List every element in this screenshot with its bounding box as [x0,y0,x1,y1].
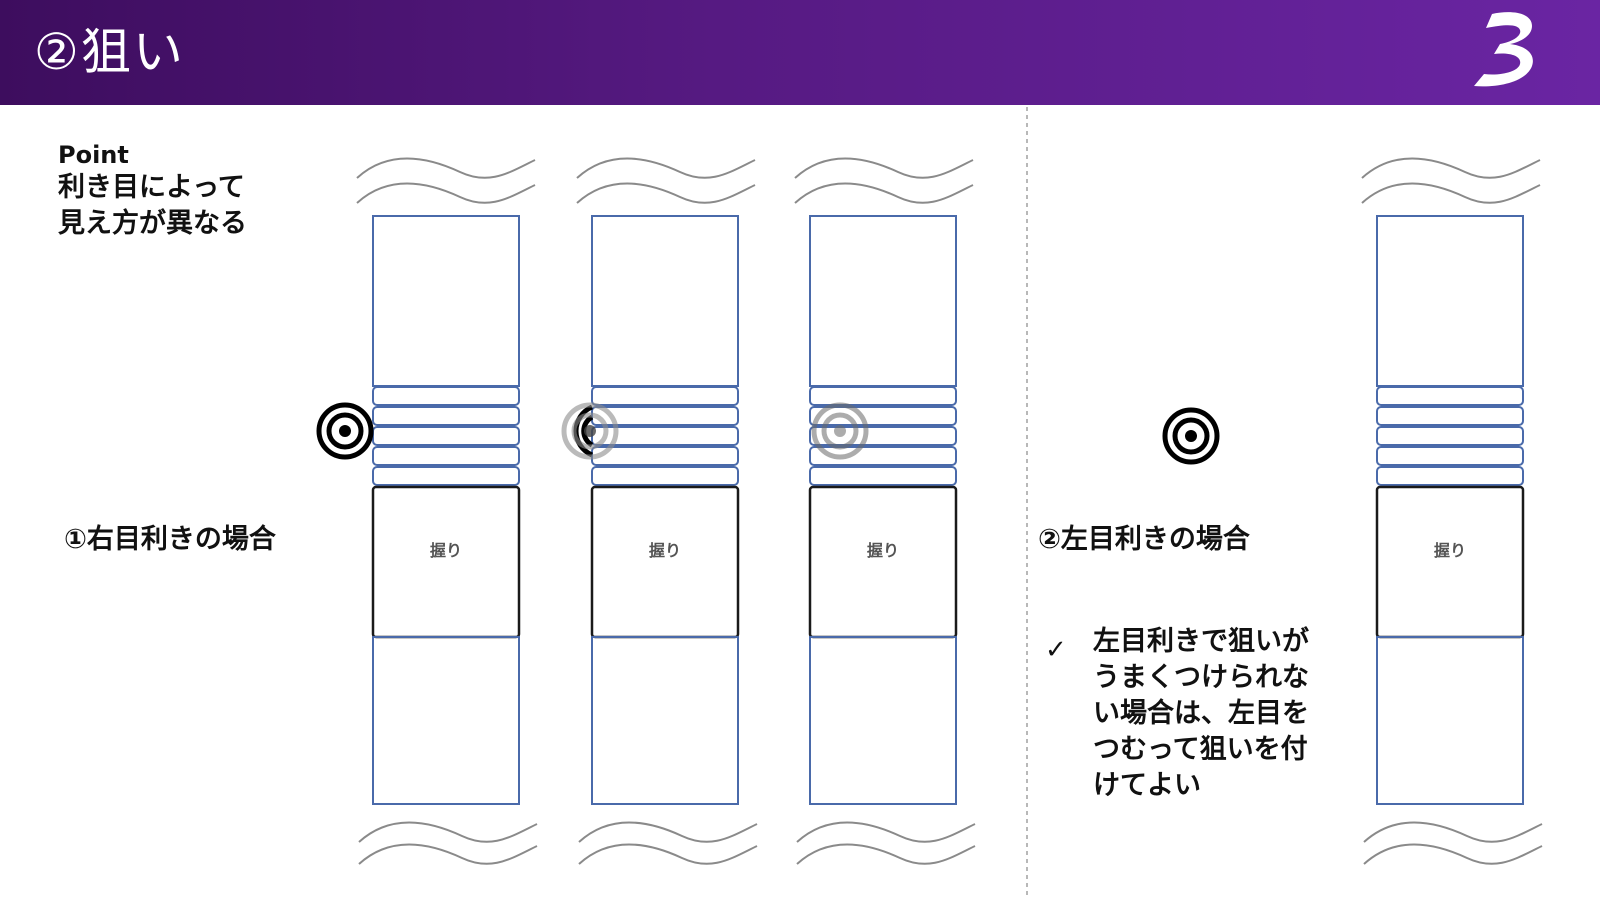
ring-band [591,386,739,406]
ring-band [809,466,957,486]
column-upper-section [372,215,520,387]
grip-label: 握り [1434,541,1466,560]
grip-section [590,485,740,639]
grip-label: 握り [649,541,681,560]
target-icon [316,402,374,460]
top-wave-icon [356,157,536,204]
bottom-wave-icon [358,821,538,865]
brand-b-logo-icon [1474,12,1533,87]
ring-band [809,426,957,446]
ring-band [372,466,520,486]
point-text-line-1: 利き目によって [58,172,245,203]
column-lower-section [372,636,520,805]
target-icon [561,402,619,460]
ring-band [1376,426,1524,446]
note-line-5: けてよい [1093,770,1201,801]
note-line-2: うまくつけられな [1093,662,1309,693]
ring-band [372,386,520,406]
top-wave-icon [794,157,974,204]
ring-band [809,406,957,426]
header-bar: ②狙い [0,0,1600,105]
bottom-wave-icon [578,821,758,865]
ring-band [591,446,739,466]
ring-band [809,446,957,466]
top-wave-icon [576,157,756,204]
ring-band [372,406,520,426]
ring-band [372,426,520,446]
left-eye-case-label: ②左目利きの場合 [1038,524,1250,555]
note-line-4: つむって狙いを付 [1093,734,1308,765]
right-eye-case-label: ①右目利きの場合 [64,524,276,555]
column-left-eye: 握り [1361,157,1543,865]
column-upper-section [809,215,957,387]
column-lower-section [591,636,739,805]
column-lower-section [1376,636,1524,805]
target-faded-icon [811,402,869,460]
point-label: Point [58,141,129,169]
ring-band [1376,406,1524,426]
ring-band [1376,386,1524,406]
bottom-wave-icon [1363,821,1543,865]
page-title: ②狙い [34,23,185,81]
top-wave-icon [1361,157,1541,204]
note-line-3: い場合は、左目を [1093,698,1309,729]
ring-band [809,386,957,406]
grip-label: 握り [867,541,899,560]
ring-band [372,446,520,466]
note-line-1: 左目利きで狙いが [1093,626,1309,657]
column-upper-section [1376,215,1524,387]
ring-band [1376,466,1524,486]
grip-section [808,485,958,639]
column-lower-section [809,636,957,805]
ring-band [1376,446,1524,466]
column-right-1: 握り [356,157,538,865]
bottom-wave-icon [796,821,976,865]
grip-section [371,485,521,639]
target-icon [1162,407,1220,465]
column-upper-section [591,215,739,387]
point-text-line-2: 見え方が異なる [58,208,247,239]
grip-section [1375,485,1525,639]
column-right-3: 握り [794,157,976,865]
ring-band [591,466,739,486]
grip-label: 握り [430,541,462,560]
check-icon: ✓ [1045,635,1067,665]
column-right-2: 握り [576,157,758,865]
